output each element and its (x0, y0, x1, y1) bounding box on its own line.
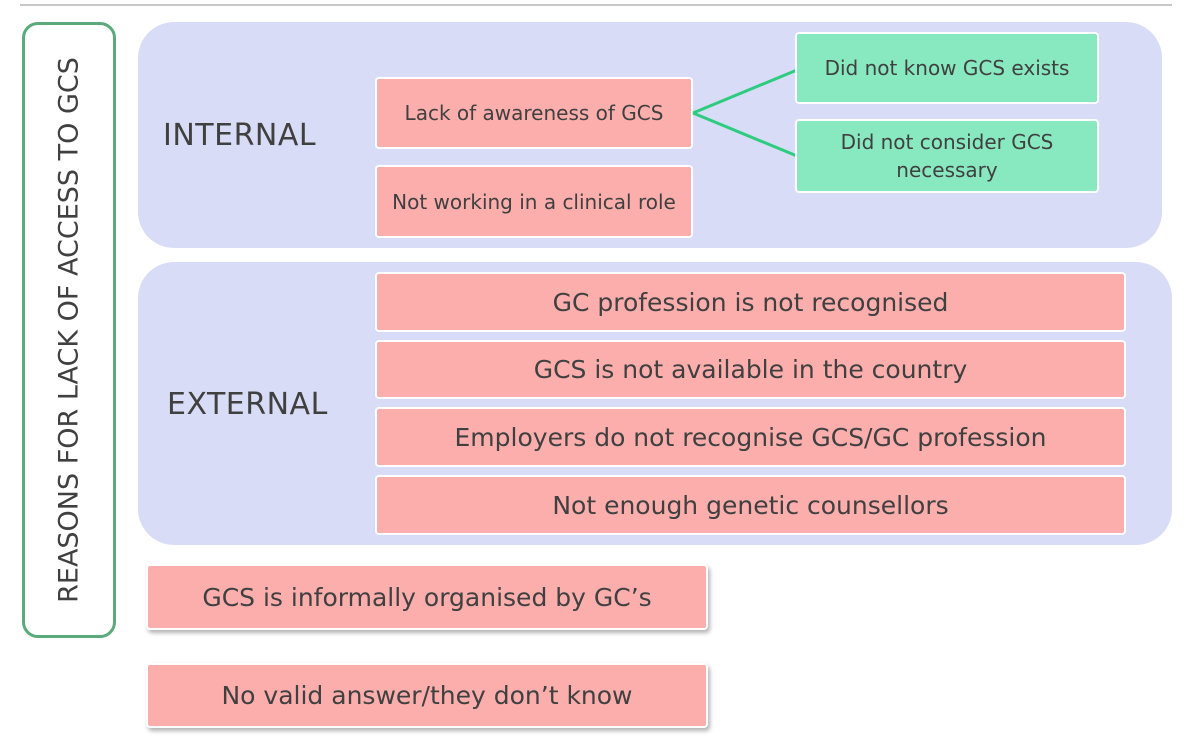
external-item: GCS is not available in the country (375, 340, 1126, 399)
external-item: Not enough genetic counsellors (375, 475, 1126, 535)
external-label: EXTERNAL (167, 387, 328, 422)
awareness-sub-item: Did not consider GCS necessary (795, 119, 1099, 193)
reasons-title-box: REASONS FOR LACK OF ACCESS TO GCS (22, 22, 116, 638)
external-item: Employers do not recognise GCS/GC profes… (375, 407, 1126, 467)
awareness-sub-item: Did not know GCS exists (795, 32, 1099, 104)
other-reason: No valid answer/they don’t know (146, 663, 708, 728)
other-reason: GCS is informally organised by GC’s (146, 564, 708, 630)
external-item: GC profession is not recognised (375, 272, 1126, 332)
internal-label: INTERNAL (163, 118, 317, 153)
top-divider (20, 4, 1172, 6)
internal-item: Not working in a clinical role (375, 165, 693, 238)
internal-item: Lack of awareness of GCS (375, 77, 693, 149)
